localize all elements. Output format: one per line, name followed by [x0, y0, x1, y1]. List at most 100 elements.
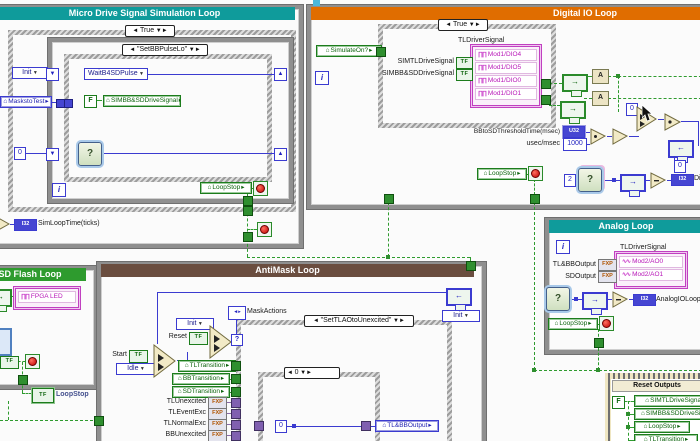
select-node[interactable]: [153, 343, 177, 379]
tf-local-icon[interactable]: TF: [456, 57, 473, 69]
shift-register-up-icon[interactable]: ▲: [274, 68, 287, 81]
ao-channel[interactable]: ∿∿Mod2/AO1: [619, 269, 683, 281]
reset-simbbsddrivesignal-local[interactable]: SIMBB&SDDriveSignal: [634, 408, 700, 420]
usec-constant[interactable]: 1000: [563, 138, 587, 151]
tf-local-icon[interactable]: TF: [456, 69, 473, 81]
fxp-local-icon[interactable]: FXP: [208, 397, 227, 409]
waitb4sdpulse-enum-constant[interactable]: WaitB4SDPulse: [84, 68, 148, 80]
ao-channel[interactable]: ∿∿Mod2/AO0: [619, 256, 683, 268]
multiply-node[interactable]: [664, 113, 682, 131]
analog-iteration-terminal[interactable]: i: [556, 240, 570, 254]
bbtransition-local[interactable]: BBTransition: [172, 373, 230, 385]
u32-control-icon[interactable]: U32: [563, 126, 585, 138]
sdflash-loop-frame[interactable]: [0, 266, 98, 389]
zero-constant[interactable]: 0: [674, 160, 686, 173]
usec-msec-label: usec/msec: [526, 140, 560, 147]
sdflash-loop-stop-terminal[interactable]: [25, 354, 40, 369]
micro-inner-case-selector[interactable]: "SetBBPulseLo": [122, 44, 208, 56]
analog-loopstop-local[interactable]: LoopStop: [548, 318, 598, 330]
wait-ms-subvi-icon[interactable]: ?: [546, 287, 570, 311]
idle-enum-constant[interactable]: Idle: [116, 363, 156, 375]
micro-iteration-terminal[interactable]: i: [52, 183, 66, 197]
init-enum-constant[interactable]: Init: [12, 67, 48, 79]
false-constant[interactable]: F: [84, 95, 97, 108]
feedback-node-icon[interactable]: ←: [446, 288, 472, 311]
micro-inner-while-frame[interactable]: [48, 38, 293, 203]
timer-subvi-icon[interactable]: ?: [578, 168, 602, 192]
analog-io-cluster[interactable]: ∿∿Mod2/AO0 ∿∿Mod2/AO1: [616, 253, 686, 287]
fxp-local-icon[interactable]: FXP: [598, 271, 617, 283]
shift-register-down-icon[interactable]: ▼: [46, 68, 59, 81]
feedback-node-icon[interactable]: →: [620, 174, 646, 197]
select-node[interactable]: [209, 324, 233, 360]
antimask-inner-case-selector[interactable]: 0: [284, 367, 340, 379]
increment-node[interactable]: [612, 128, 629, 145]
tf-local-icon[interactable]: TF: [0, 356, 19, 369]
analog-loop-title: Analog Loop: [549, 220, 700, 233]
micro-loop-stop-terminal[interactable]: [253, 181, 268, 196]
zero-constant[interactable]: 0: [14, 147, 26, 160]
dio-channel[interactable]: ∏∏Mod1/DIO0: [475, 75, 537, 87]
loopstop-control-label: LoopStop: [56, 391, 89, 398]
feedback-node-icon[interactable]: →: [562, 74, 588, 97]
tlbboutput-local[interactable]: TL&BBOutput: [375, 420, 439, 432]
analog-cluster-label: TLDriverSignal: [620, 244, 667, 251]
i32-local-icon[interactable]: I32: [671, 174, 694, 186]
dio-channel[interactable]: ∏∏Mod1/DIO5: [475, 62, 537, 74]
i32-local-icon[interactable]: I32: [633, 294, 656, 306]
tf-local-icon[interactable]: TF: [189, 332, 208, 345]
start-label: Start: [112, 351, 127, 358]
zero-constant[interactable]: 0: [275, 420, 287, 433]
feedback-node-icon[interactable]: →: [0, 289, 12, 312]
micro-case-true-selector[interactable]: True: [125, 25, 175, 37]
digital-iteration-terminal[interactable]: i: [315, 71, 329, 85]
dio-channel[interactable]: ∏∏Mod1/DIO4: [475, 49, 537, 61]
fpga-led-channel[interactable]: ∏∏FPGA LED: [18, 291, 76, 303]
two-constant[interactable]: 2: [564, 174, 576, 187]
digital-io-cluster[interactable]: ∏∏Mod1/DIO4 ∏∏Mod1/DIO5 ∏∏Mod1/DIO0 ∏∏Mo…: [472, 46, 540, 106]
feedback-node-icon[interactable]: ←: [668, 140, 694, 163]
fpga-led-node[interactable]: ∏∏FPGA LED: [15, 288, 79, 308]
simbbsd-drivesignal-local[interactable]: SIMBB&SDDriveSignal: [103, 95, 181, 107]
maskstotest-local[interactable]: MaskstoTest: [0, 96, 52, 108]
digital-loopstop-local[interactable]: LoopStop: [477, 168, 527, 180]
tltransition-local[interactable]: TLTransition: [178, 360, 236, 372]
reset-simtldrivesignal-local[interactable]: SIMTLDriveSignal: [634, 395, 700, 407]
dio-channel[interactable]: ∏∏Mod1/DIO1: [475, 88, 537, 100]
simulateon-local[interactable]: SimulateOn?: [316, 45, 382, 57]
micro-outer-stop-terminal[interactable]: [257, 222, 272, 237]
subtract-node[interactable]: [0, 214, 11, 234]
false-constant[interactable]: F: [612, 396, 625, 409]
reset-loopstop-local[interactable]: LoopStop: [634, 421, 690, 433]
fxp-local-icon[interactable]: FXP: [208, 430, 227, 441]
sdtransition-local[interactable]: SDTransition: [172, 386, 230, 398]
enum-local-icon[interactable]: ◄▸: [228, 306, 246, 320]
init-enum-constant[interactable]: Init: [176, 318, 214, 330]
shift-register-up-icon[interactable]: ▲: [274, 148, 287, 161]
digital-loop-stop-terminal[interactable]: [528, 166, 543, 181]
subtract-node[interactable]: [612, 291, 629, 308]
multiply-node[interactable]: [590, 128, 607, 145]
reset-tltransition-local[interactable]: TLTransition: [634, 434, 698, 441]
init-enum-constant[interactable]: Init: [442, 310, 480, 322]
threshold-label: BBtoSDThresholdTime(msec): [473, 128, 560, 135]
digital-case-true-selector[interactable]: True: [438, 19, 488, 31]
shift-register-down-icon[interactable]: ▼: [46, 148, 59, 161]
subtract-node[interactable]: [650, 172, 667, 189]
and-gate[interactable]: A: [592, 69, 609, 84]
feedback-node-icon[interactable]: →: [560, 101, 586, 124]
loopstop-control[interactable]: TF: [32, 388, 54, 403]
and-gate[interactable]: A: [592, 91, 609, 106]
wait-ms-subvi-icon[interactable]: ?: [78, 142, 102, 166]
partial-node[interactable]: [0, 328, 12, 356]
micro-loopstop-local[interactable]: LoopStop: [200, 182, 252, 194]
antimask-case-selector[interactable]: "SetTLAOtoUnexcited": [304, 315, 414, 327]
feedback-node-icon[interactable]: →: [582, 292, 608, 315]
analog-loop-stop-terminal[interactable]: [599, 316, 614, 331]
case-selector-terminal[interactable]: ?: [231, 334, 243, 346]
tf-local-icon[interactable]: TF: [129, 350, 148, 363]
fxp-local-icon[interactable]: FXP: [598, 259, 617, 271]
selection-handle: [313, 0, 320, 6]
zero-constant[interactable]: 0: [626, 103, 638, 116]
